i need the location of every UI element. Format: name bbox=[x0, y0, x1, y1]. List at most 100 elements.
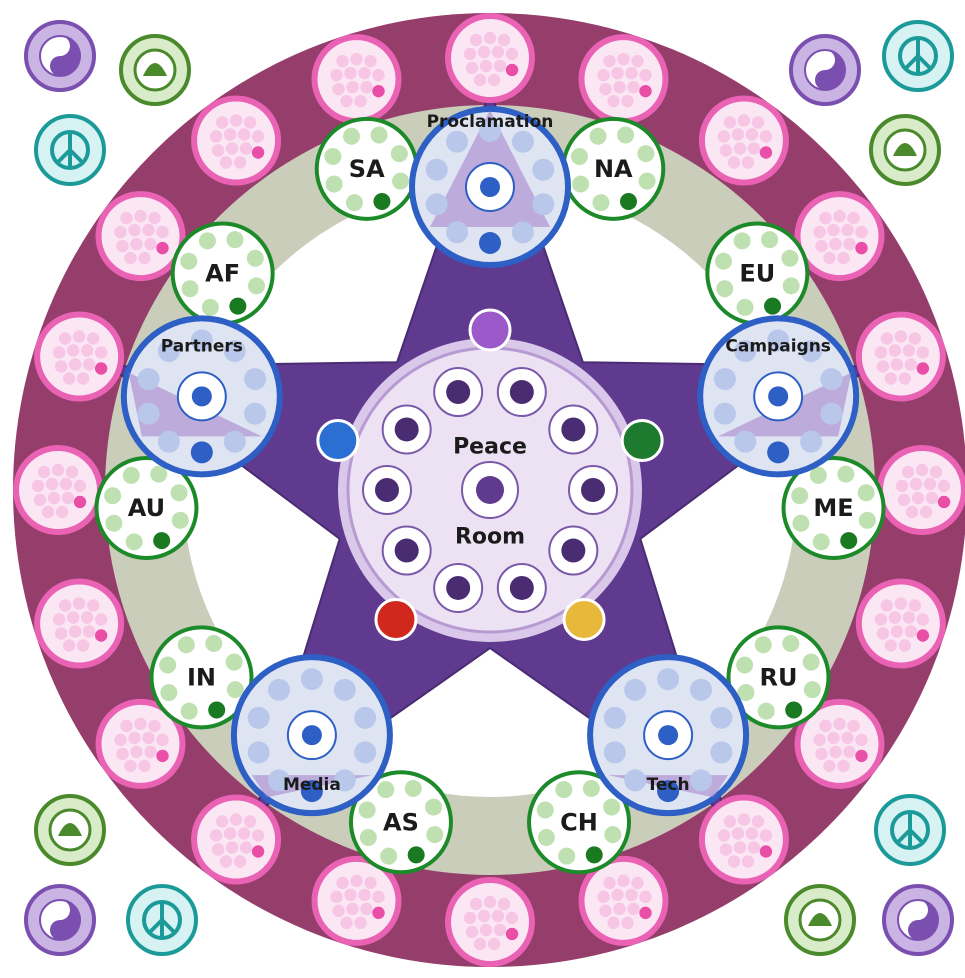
outer-dot bbox=[224, 128, 236, 140]
hub-label: Media bbox=[283, 775, 341, 795]
region-dot bbox=[639, 173, 656, 190]
hub-proclamation[interactable]: Proclamation bbox=[412, 109, 568, 265]
fire-icon[interactable] bbox=[376, 599, 416, 639]
hub-dot bbox=[479, 232, 501, 254]
outer-dot bbox=[480, 60, 492, 72]
outer-dot bbox=[621, 95, 633, 107]
yin-yang-icon bbox=[26, 886, 94, 954]
outer-slot[interactable] bbox=[194, 797, 278, 881]
elephant-icon-glyph bbox=[561, 539, 585, 563]
outer-dot bbox=[488, 74, 500, 86]
hub-partners[interactable]: Partners bbox=[124, 318, 280, 474]
outer-dot bbox=[144, 238, 156, 250]
outer-slot[interactable] bbox=[315, 37, 399, 121]
hub-dot bbox=[690, 769, 712, 791]
outer-dot bbox=[360, 903, 372, 915]
outer-dot bbox=[210, 130, 222, 142]
region-dot bbox=[736, 657, 753, 674]
region-dot bbox=[781, 250, 798, 267]
wind-icon[interactable] bbox=[564, 599, 604, 639]
outer-slot[interactable] bbox=[99, 194, 183, 278]
region-dot bbox=[226, 231, 243, 248]
outer-dot bbox=[114, 226, 126, 238]
outer-dot bbox=[823, 760, 835, 772]
region-dot bbox=[782, 635, 799, 652]
hub-dot bbox=[512, 221, 534, 243]
leaf-icon[interactable] bbox=[622, 421, 662, 461]
outer-slot[interactable] bbox=[448, 16, 532, 100]
outer-dot bbox=[212, 144, 224, 156]
outer-dot bbox=[760, 845, 772, 857]
eagle-icon-glyph bbox=[510, 380, 534, 404]
region-dot bbox=[391, 145, 408, 162]
outer-dot bbox=[734, 142, 746, 154]
outer-slot[interactable] bbox=[880, 448, 964, 532]
outer-dot bbox=[938, 496, 950, 508]
outer-slot[interactable] bbox=[37, 581, 121, 665]
region-dot bbox=[840, 532, 857, 549]
outer-dot bbox=[74, 496, 86, 508]
region-sa[interactable]: SA bbox=[317, 119, 417, 219]
region-dot bbox=[371, 127, 388, 144]
region-dot bbox=[380, 848, 397, 865]
bull-icon-glyph bbox=[395, 417, 419, 441]
outer-dot bbox=[498, 34, 510, 46]
region-na[interactable]: NA bbox=[563, 119, 663, 219]
outer-dot bbox=[639, 85, 651, 97]
outer-dot bbox=[889, 611, 901, 623]
outer-dot bbox=[332, 83, 344, 95]
outer-dot bbox=[156, 750, 168, 762]
outer-dot bbox=[340, 917, 352, 929]
outer-dot bbox=[354, 917, 366, 929]
outer-slot[interactable] bbox=[859, 315, 943, 399]
outer-dot bbox=[346, 903, 358, 915]
spiral-icon[interactable] bbox=[470, 310, 510, 350]
hub-dot bbox=[248, 741, 270, 763]
outer-slot[interactable] bbox=[16, 448, 100, 532]
hub-campaigns[interactable]: Campaigns bbox=[700, 318, 856, 474]
region-dot bbox=[755, 636, 772, 653]
outer-dot bbox=[354, 95, 366, 107]
outer-dot bbox=[332, 905, 344, 917]
outer-slot[interactable] bbox=[702, 99, 786, 183]
outer-dot bbox=[95, 629, 107, 641]
region-dot bbox=[172, 512, 189, 529]
outer-slot[interactable] bbox=[702, 797, 786, 881]
outer-dot bbox=[77, 372, 89, 384]
region-dot bbox=[637, 145, 654, 162]
outer-dot bbox=[220, 156, 232, 168]
water-drop-icon[interactable] bbox=[318, 421, 358, 461]
outer-dot bbox=[234, 855, 246, 867]
outer-slot[interactable] bbox=[37, 315, 121, 399]
region-label: NA bbox=[594, 155, 633, 183]
outer-slot[interactable] bbox=[797, 194, 881, 278]
outer-dot bbox=[639, 69, 651, 81]
region-af[interactable]: AF bbox=[173, 224, 273, 324]
outer-dot bbox=[877, 627, 889, 639]
region-label: ME bbox=[813, 494, 853, 522]
hub-dot bbox=[426, 193, 448, 215]
outer-dot bbox=[627, 81, 639, 93]
hub-label: Tech bbox=[647, 775, 690, 795]
outer-dot bbox=[116, 748, 128, 760]
outer-dot bbox=[813, 226, 825, 238]
region-eu[interactable]: EU bbox=[707, 224, 807, 324]
region-dot bbox=[813, 533, 830, 550]
outer-dot bbox=[63, 372, 75, 384]
outer-slot[interactable] bbox=[194, 99, 278, 183]
hub-media[interactable]: Media bbox=[234, 657, 390, 813]
hub-dot bbox=[532, 193, 554, 215]
outer-slot[interactable] bbox=[859, 581, 943, 665]
outer-dot bbox=[625, 67, 637, 79]
outer-dot bbox=[603, 877, 615, 889]
outer-dot bbox=[855, 226, 867, 238]
outer-slot[interactable] bbox=[448, 880, 532, 964]
outer-dot bbox=[823, 252, 835, 264]
outer-dot bbox=[240, 841, 252, 853]
outer-dot bbox=[466, 62, 478, 74]
outer-dot bbox=[74, 480, 86, 492]
hub-label: Campaigns bbox=[725, 336, 831, 356]
outer-slot[interactable] bbox=[581, 37, 665, 121]
hub-tech[interactable]: Tech bbox=[590, 657, 746, 813]
